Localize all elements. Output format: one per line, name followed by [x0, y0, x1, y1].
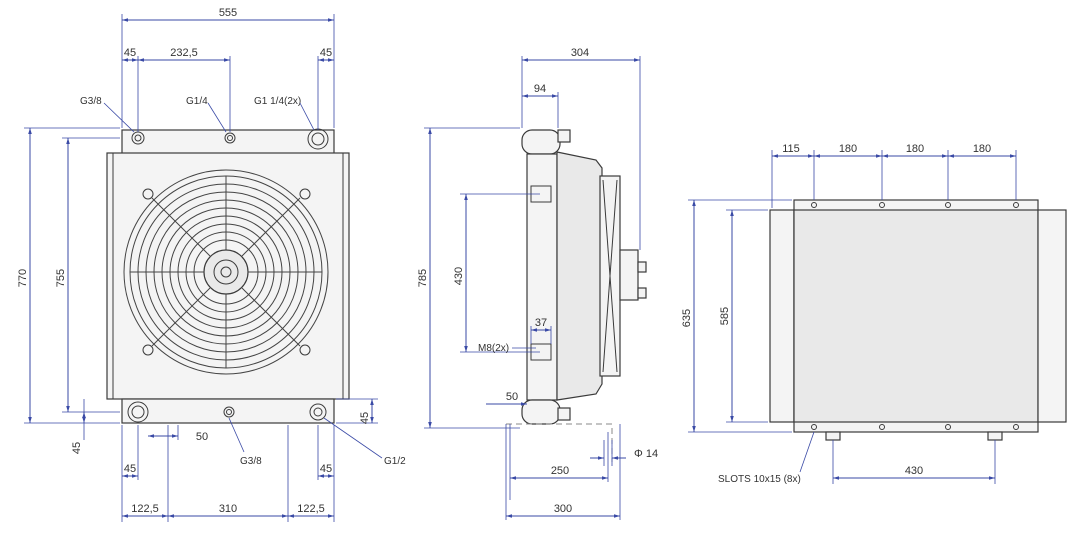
dim-body-height: 755 [55, 269, 67, 287]
dim-depth: 304 [571, 47, 589, 59]
label-port-top-center: G1/4 [186, 96, 208, 107]
dim-d180a: 180 [839, 143, 857, 155]
dim-d250: 250 [551, 465, 569, 477]
label-slots: SLOTS 10x15 (8x) [718, 474, 801, 485]
side-motor [619, 249, 639, 301]
dim-d37: 37 [535, 317, 547, 329]
dim-left-offset: 45 [124, 47, 136, 59]
side-fan-housing [556, 151, 603, 401]
dim-d115: 115 [782, 143, 800, 155]
dim-side-45: 45 [359, 412, 371, 424]
dim-d430: 430 [905, 465, 923, 477]
dim-bottom-45c: 45 [320, 463, 332, 475]
side-bottom-tank [521, 399, 561, 425]
dim-center-offset: 232,5 [170, 47, 198, 59]
dim-offset-94: 94 [534, 83, 546, 95]
bottom-left-tank [769, 209, 795, 423]
dim-d635: 635 [681, 309, 693, 327]
dim-bottom-310: 310 [219, 503, 237, 515]
dim-phi14: Φ 14 [634, 448, 658, 460]
dim-bottom-45b: 45 [124, 463, 136, 475]
port-bottom-center-icon [223, 406, 235, 418]
dim-mount-430: 430 [453, 267, 465, 285]
top-manifold [121, 129, 335, 155]
dim-bottom-45a: 45 [71, 442, 83, 454]
dim-d585: 585 [719, 307, 731, 325]
dim-d50: 50 [506, 391, 518, 403]
side-top-tank [521, 129, 561, 155]
dim-overall-width: 555 [219, 7, 237, 19]
label-m8: M8(2x) [478, 343, 509, 354]
label-port-top-right: G1 1/4(2x) [254, 96, 301, 107]
bottom-view: 115 180 180 180 635 585 SLOTS 10x15 (8x)… [681, 143, 1067, 485]
bottom-manifold [121, 398, 335, 424]
fan-grill-icon [123, 169, 329, 375]
label-port-bottom-right: G1/2 [384, 456, 406, 467]
bottom-right-tank [1037, 209, 1067, 423]
label-port-top-left: G3/8 [80, 96, 102, 107]
dim-d180c: 180 [973, 143, 991, 155]
dim-bottom-122b: 122,5 [297, 503, 325, 515]
dim-overall-height: 770 [17, 269, 29, 287]
label-port-bottom-center: G3/8 [240, 456, 262, 467]
front-view: 555 45 232,5 45 G3/8 G1/4 G1 1/4(2x) 770… [17, 7, 406, 522]
dim-bottom-122a: 122,5 [131, 503, 159, 515]
dim-height-785: 785 [417, 269, 429, 287]
dim-gap-50: 50 [196, 431, 208, 443]
side-core [526, 153, 558, 401]
side-view: 304 94 785 430 M8(2x) 37 50 250 Φ 14 [417, 47, 658, 520]
port-bottom-left-icon [127, 401, 149, 423]
dim-d180b: 180 [906, 143, 924, 155]
port-bottom-right-icon [309, 403, 327, 421]
port-top-center-icon [224, 132, 236, 144]
dim-d300: 300 [554, 503, 572, 515]
dim-right-offset: 45 [320, 47, 332, 59]
